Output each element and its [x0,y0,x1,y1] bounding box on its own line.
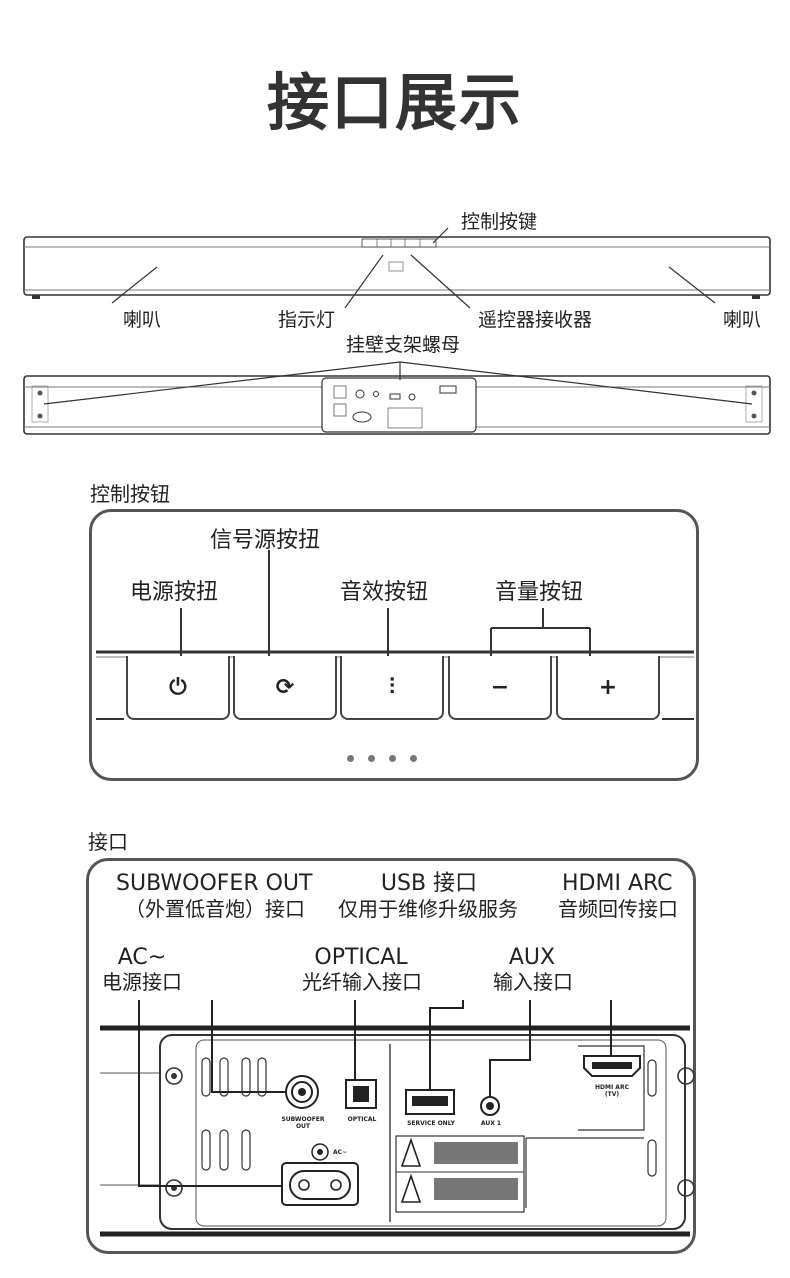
label-wall-mount: 挂壁支架螺母 [346,334,461,356]
soundbar-front-view [23,227,771,309]
panel-label-ac: AC~ [332,1149,348,1156]
equalizer-icon: ⫶ [389,674,395,700]
minus-icon: − [490,674,510,700]
label-volume-buttons: 音量按钮 [495,580,584,605]
panel-label-service-only: SERVICE ONLY [407,1120,455,1127]
label-speaker-right: 喇叭 [723,309,762,331]
soundbar-rear-view [23,361,771,435]
optical-port[interactable] [345,1079,377,1109]
label-aux-en: AUX [508,945,556,970]
label-aux-cn: 输入接口 [493,970,573,994]
panel-label-optical: OPTICAL [347,1116,377,1123]
logo-badge [388,261,404,272]
label-power-button: 电源按扭 [130,580,219,605]
indicator-dot [389,755,396,762]
usb-port[interactable] [405,1089,455,1115]
power-button[interactable]: ⏻ [126,656,230,720]
control-keys [361,238,437,248]
power-icon: ⏻ [169,674,187,700]
volume-down-button[interactable]: − [448,656,552,720]
ports-section-title: 接口 [88,830,128,854]
page-title: 接口展示 [266,66,523,139]
label-usb-cn: 仅用于维修升级服务 [338,897,518,921]
indicator-dot [368,755,375,762]
controls-panel [89,509,699,781]
label-ac-en: AC~ [117,945,167,970]
label-sound-effect-button: 音效按钮 [340,580,429,605]
panel-label-hdmi: HDMI ARC (TV) [595,1084,629,1098]
label-optical-en: OPTICAL [314,945,408,970]
label-optical-cn: 光纤输入接口 [302,970,422,994]
label-remote-receiver: 遥控器接收器 [478,309,593,331]
label-hdmi-cn: 音频回传接口 [558,897,678,921]
label-control-keys: 控制按键 [461,211,538,233]
plus-icon: + [598,674,618,700]
label-speaker-left: 喇叭 [123,309,162,331]
label-ac-cn: 电源接口 [102,970,182,994]
panel-label-aux: AUX 1 [480,1120,502,1127]
hdmi-arc-port[interactable] [583,1055,641,1077]
label-usb-en: USB 接口 [380,871,478,896]
rear-port-panel-drawing [100,1000,695,1237]
soundbar-overview [23,227,771,435]
source-icon: ⟳ [275,674,295,700]
panel-label-subwoofer: SUBWOOFER OUT [281,1116,325,1130]
sound-effect-button[interactable]: ⫶ [340,656,444,720]
label-indicator: 指示灯 [278,309,336,331]
label-hdmi-en: HDMI ARC [562,871,673,896]
label-source-button: 信号源按扭 [210,528,321,553]
warning-label [395,1135,525,1213]
aux-port[interactable] [480,1096,500,1116]
indicator-dot [410,755,417,762]
volume-up-button[interactable]: + [556,656,660,720]
source-button[interactable]: ⟳ [233,656,337,720]
controls-section-title: 控制按钮 [90,482,170,506]
label-subwoofer-en: SUBWOOFER OUT [116,871,313,896]
indicator-dot [347,755,354,762]
label-subwoofer-cn: （外置低音炮）接口 [125,897,305,921]
subwoofer-out-port[interactable] [285,1075,319,1109]
ac-power-port[interactable] [281,1143,359,1206]
